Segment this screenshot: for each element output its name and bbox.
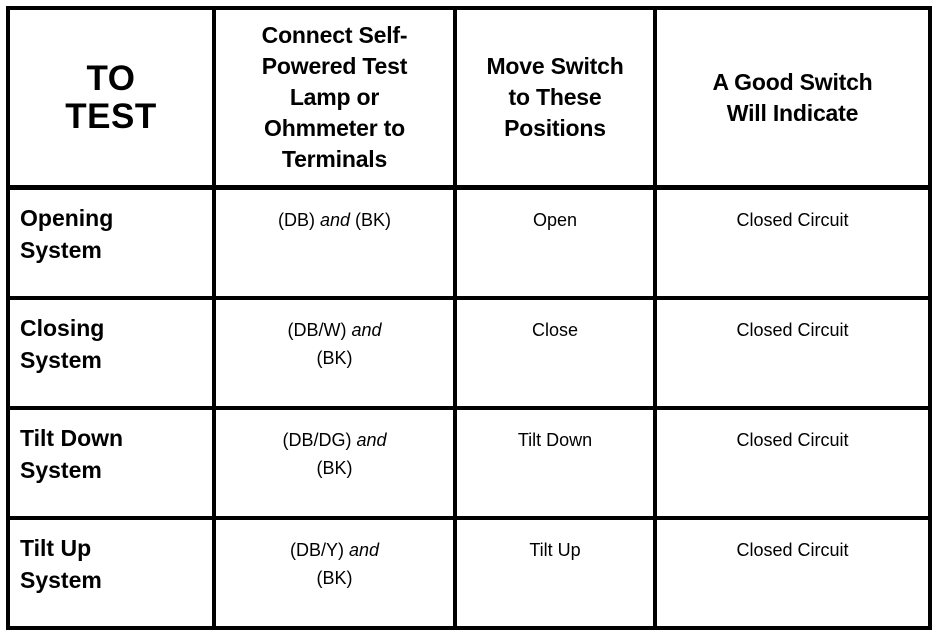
test-label: Tilt Down	[20, 425, 124, 451]
terminal-text: (BK)	[350, 210, 392, 230]
switch-test-table: TO TEST Connect Self- Powered Test Lamp …	[6, 6, 932, 630]
header-text: Will Indicate	[726, 99, 859, 126]
header-row: TO TEST Connect Self- Powered Test Lamp …	[6, 6, 932, 190]
indication-cell: Closed Circuit	[653, 516, 932, 630]
test-label: System	[20, 237, 102, 263]
position-cell: Open	[453, 185, 657, 300]
terminal-conjunction: and	[348, 540, 380, 560]
header-text: Positions	[504, 115, 606, 141]
test-label: Closing	[20, 315, 105, 341]
test-cell: Opening System	[6, 185, 216, 300]
terminal-conjunction: and	[351, 320, 382, 340]
terminals-cell: (DB/W) and (BK)	[212, 296, 457, 410]
header-text: Powered Test	[261, 53, 408, 79]
header-text: to These	[508, 84, 602, 110]
terminals-cell: (DB/DG) and (BK)	[212, 406, 457, 520]
terminals-cell: (DB/Y) and (BK)	[212, 516, 457, 630]
table-row: Closing System (DB/W) and (BK) Close Clo…	[6, 296, 932, 410]
terminal-text: (DB/DG)	[282, 430, 357, 450]
header-text: Connect Self-	[261, 22, 408, 48]
position-cell: Close	[453, 296, 657, 410]
position-cell: Tilt Down	[453, 406, 657, 520]
table-row: Tilt Down System (DB/DG) and (BK) Tilt D…	[6, 406, 932, 520]
terminal-text: (BK)	[316, 568, 353, 588]
test-label: System	[20, 567, 102, 593]
position-cell: Tilt Up	[453, 516, 657, 630]
test-label: System	[20, 347, 102, 373]
header-text: TEST	[65, 96, 157, 136]
indication-cell: Closed Circuit	[653, 185, 932, 300]
table-row: Tilt Up System (DB/Y) and (BK) Tilt Up C…	[6, 516, 932, 630]
test-cell: Tilt Down System	[6, 406, 216, 520]
test-label: System	[20, 457, 102, 483]
terminal-text: (BK)	[316, 348, 353, 368]
header-text: Lamp or	[289, 84, 380, 110]
header-to-test: TO TEST	[6, 6, 216, 190]
terminal-conjunction: and	[319, 210, 351, 230]
header-text: Ohmmeter to	[264, 115, 405, 141]
header-text: Terminals	[281, 146, 388, 172]
terminal-conjunction: and	[356, 430, 387, 450]
terminals-cell: (DB) and (BK)	[212, 185, 457, 300]
test-cell: Tilt Up System	[6, 516, 216, 630]
header-text: Move Switch	[486, 53, 624, 79]
indication-cell: Closed Circuit	[653, 406, 932, 520]
test-cell: Closing System	[6, 296, 216, 410]
terminal-text: (DB/Y)	[289, 540, 349, 560]
terminal-text: (DB)	[277, 210, 320, 230]
terminal-text: (BK)	[316, 458, 353, 478]
header-text: A Good Switch	[712, 68, 873, 95]
test-label: Tilt Up	[20, 535, 92, 561]
header-indicate: A Good Switch Will Indicate	[653, 6, 932, 190]
table-row: Opening System (DB) and (BK) Open Closed…	[6, 185, 932, 300]
header-terminals: Connect Self- Powered Test Lamp or Ohmme…	[212, 6, 457, 190]
terminal-text: (DB/W)	[287, 320, 352, 340]
indication-cell: Closed Circuit	[653, 296, 932, 410]
header-text: TO	[86, 58, 136, 98]
header-positions: Move Switch to These Positions	[453, 6, 657, 190]
test-label: Opening	[20, 205, 114, 231]
